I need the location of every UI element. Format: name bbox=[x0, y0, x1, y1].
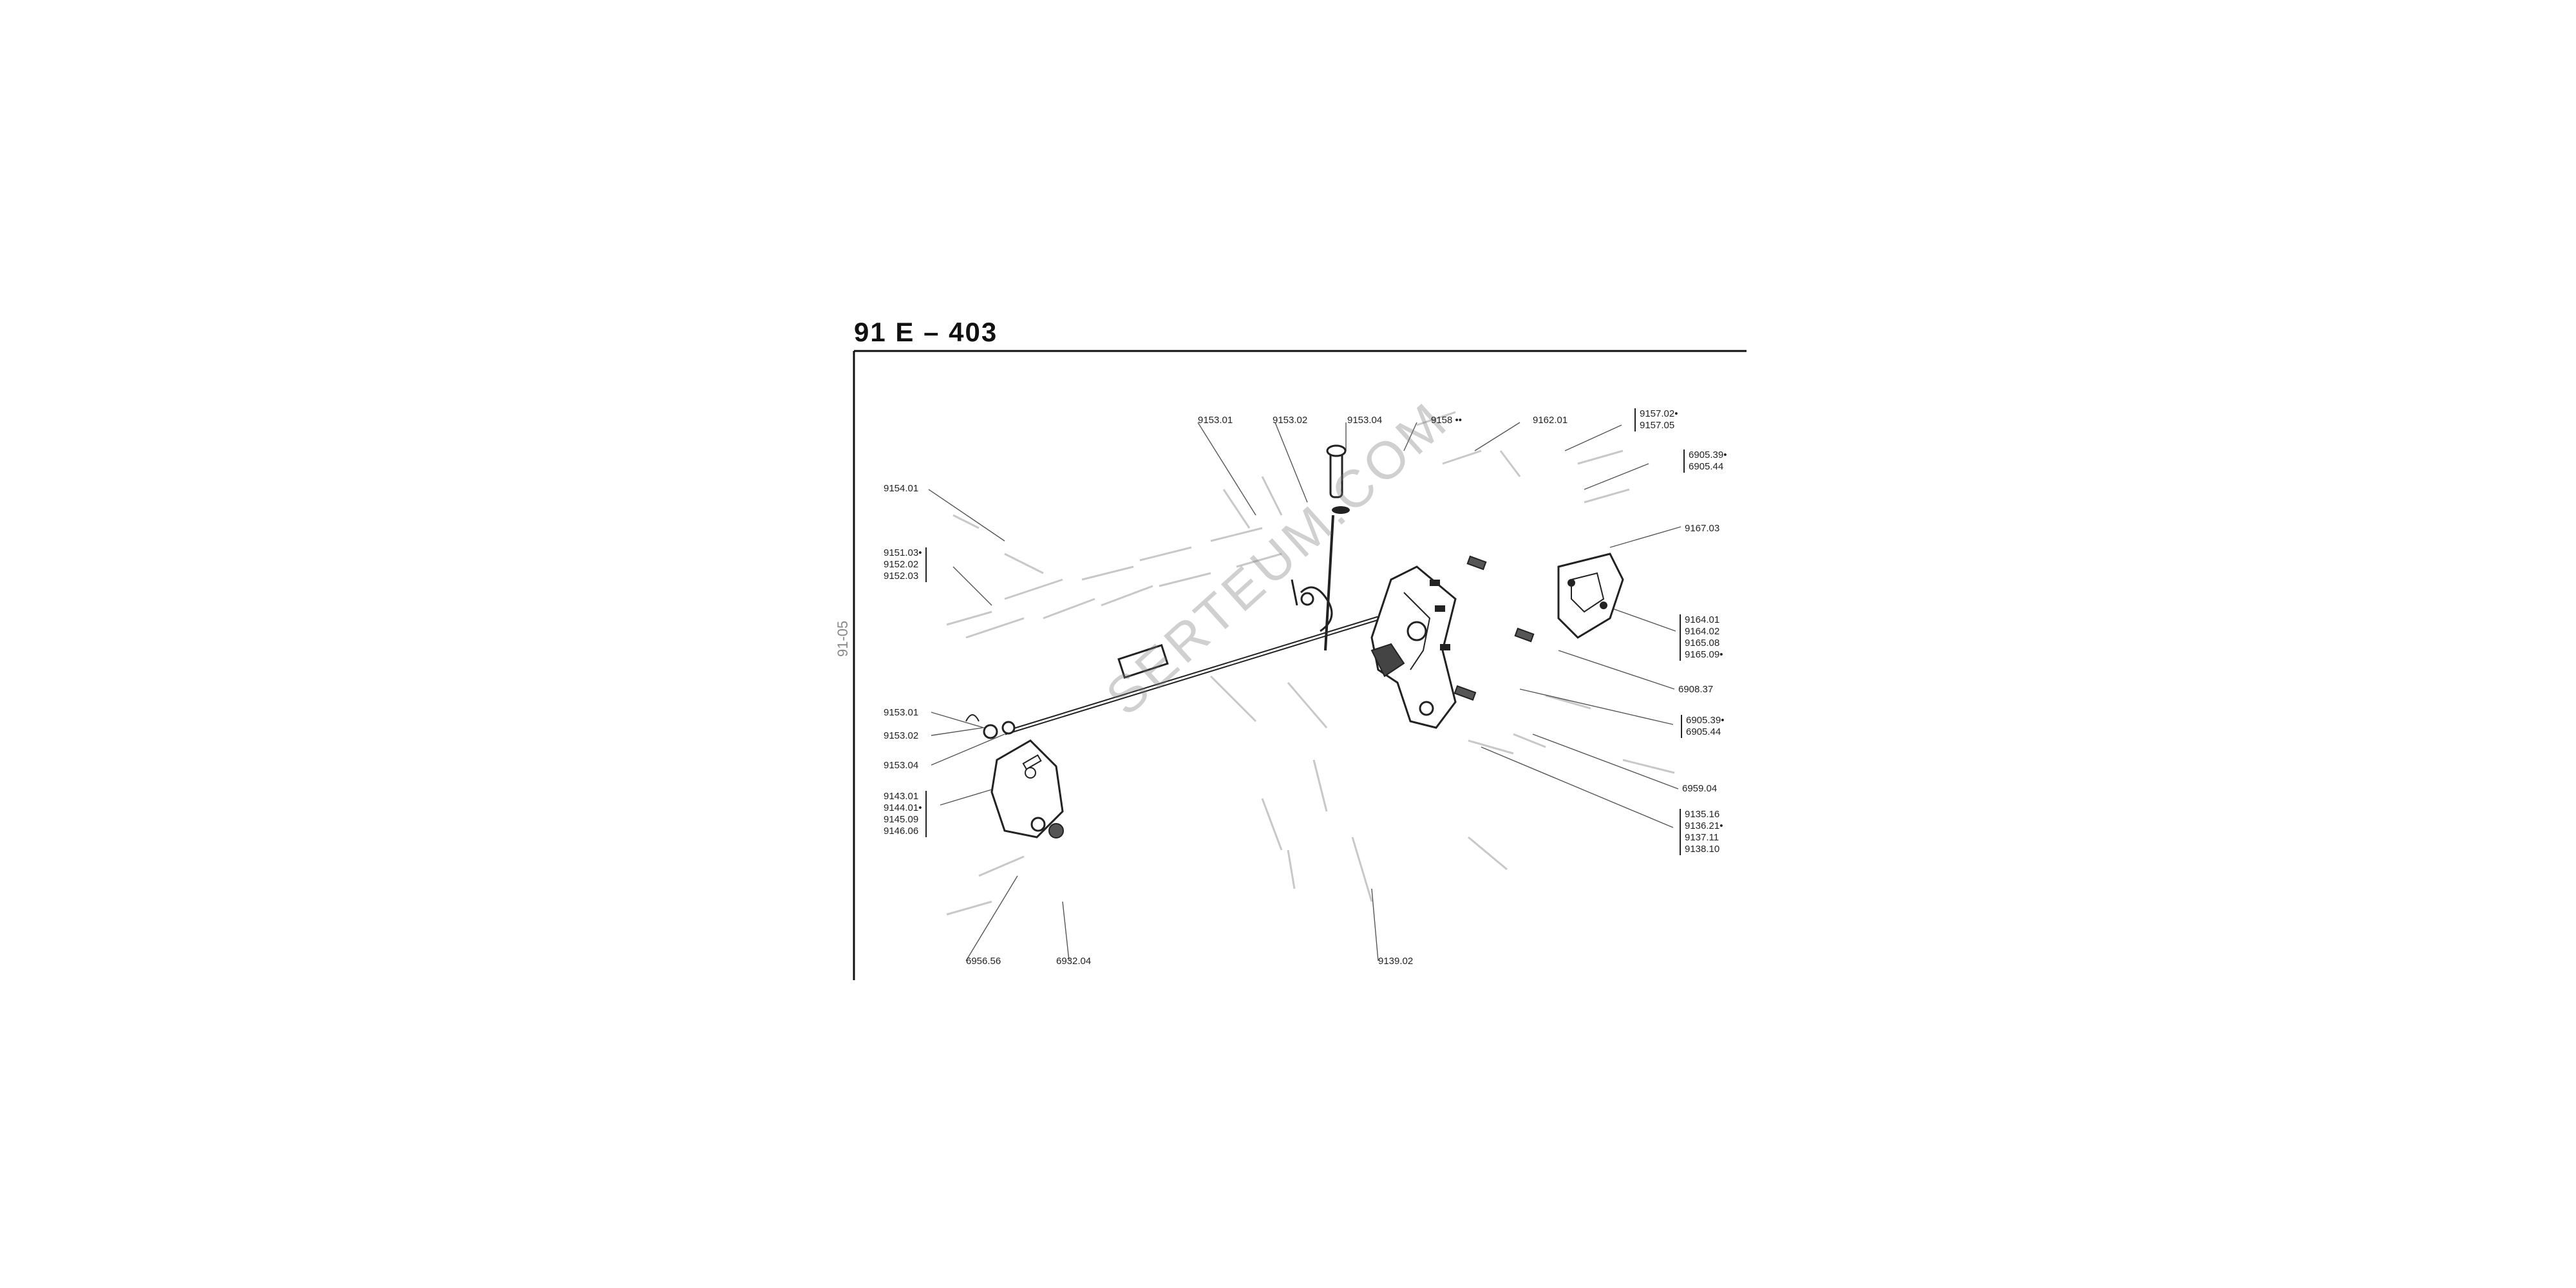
label-9158: 9158 •• bbox=[1431, 415, 1463, 426]
label-6932-04: 6932.04 bbox=[1056, 956, 1092, 967]
label-6905-44-b: 6905.44 bbox=[1686, 726, 1721, 737]
label-group-9157: 9157.02• 9157.05 bbox=[1634, 408, 1678, 431]
label-9165-08: 9165.08 bbox=[1685, 638, 1720, 649]
label-9143-01: 9143.01 bbox=[884, 791, 919, 802]
label-9151-03: 9151.03• bbox=[884, 547, 922, 558]
label-9165-09: 9165.09• bbox=[1685, 649, 1723, 660]
label-9144-01: 9144.01• bbox=[884, 802, 922, 813]
label-9167-03: 9167.03 bbox=[1685, 523, 1720, 534]
label-9154-01: 9154.01 bbox=[884, 483, 919, 494]
label-9153-04-left: 9153.04 bbox=[884, 760, 919, 771]
label-9139-02: 9139.02 bbox=[1378, 956, 1414, 967]
label-9153-04-top: 9153.04 bbox=[1347, 415, 1383, 426]
label-group-9135: 9135.16 9136.21• 9137.11 9138.10 bbox=[1680, 809, 1723, 855]
connecting-rod bbox=[1003, 616, 1379, 735]
label-group-6905-a: 6905.39• 6905.44 bbox=[1683, 450, 1727, 473]
rod-guide-plate bbox=[1117, 644, 1169, 679]
label-9164-01: 9164.01 bbox=[1685, 614, 1720, 625]
label-6905-39-a: 6905.39• bbox=[1689, 450, 1727, 460]
label-group-9164: 9164.01 9164.02 9165.08 9165.09• bbox=[1680, 614, 1723, 661]
label-9164-02: 9164.02 bbox=[1685, 626, 1720, 637]
label-9145-09: 9145.09 bbox=[884, 814, 919, 825]
label-6905-44-a: 6905.44 bbox=[1689, 461, 1724, 472]
label-group-9143: 9143.01 9144.01• 9145.09 9146.06 bbox=[884, 791, 927, 837]
label-9153-02-left: 9153.02 bbox=[884, 730, 919, 741]
label-6908-37: 6908.37 bbox=[1678, 684, 1714, 695]
label-9153-01-left: 9153.01 bbox=[884, 707, 919, 718]
leader-lines bbox=[928, 422, 1681, 961]
striker-plate bbox=[1557, 553, 1624, 639]
label-6956-56: 6956.56 bbox=[966, 956, 1001, 967]
left-washers bbox=[965, 714, 1064, 838]
label-9138-10: 9138.10 bbox=[1685, 844, 1720, 855]
label-group-6905-b: 6905.39• 6905.44 bbox=[1681, 715, 1724, 738]
label-6905-39-b: 6905.39• bbox=[1686, 715, 1725, 726]
label-9157-05: 9157.05 bbox=[1640, 420, 1675, 431]
label-group-9151: 9151.03• 9152.02 9152.03 bbox=[884, 547, 927, 582]
label-9162-01: 9162.01 bbox=[1533, 415, 1568, 426]
label-9152-02: 9152.02 bbox=[884, 559, 919, 570]
label-9137-11: 9137.11 bbox=[1685, 832, 1719, 843]
label-9153-02-top: 9153.02 bbox=[1273, 415, 1308, 426]
page-title: 91 E – 403 bbox=[854, 317, 998, 347]
label-6959-04: 6959.04 bbox=[1682, 783, 1718, 794]
label-9146-06: 9146.06 bbox=[884, 826, 919, 837]
label-9153-01-top: 9153.01 bbox=[1198, 415, 1233, 426]
background-dash-marks bbox=[946, 411, 1675, 916]
label-9152-03: 9152.03 bbox=[884, 571, 919, 582]
lock-screws bbox=[1454, 555, 1535, 701]
door-lock-mechanism bbox=[1370, 565, 1457, 729]
label-9135-16: 9135.16 bbox=[1685, 809, 1720, 820]
label-9136-21: 9136.21• bbox=[1685, 820, 1723, 831]
vertical-pin-assembly bbox=[1291, 444, 1350, 651]
left-bellcrank-plate bbox=[990, 739, 1064, 838]
label-9157-02: 9157.02• bbox=[1640, 408, 1678, 419]
